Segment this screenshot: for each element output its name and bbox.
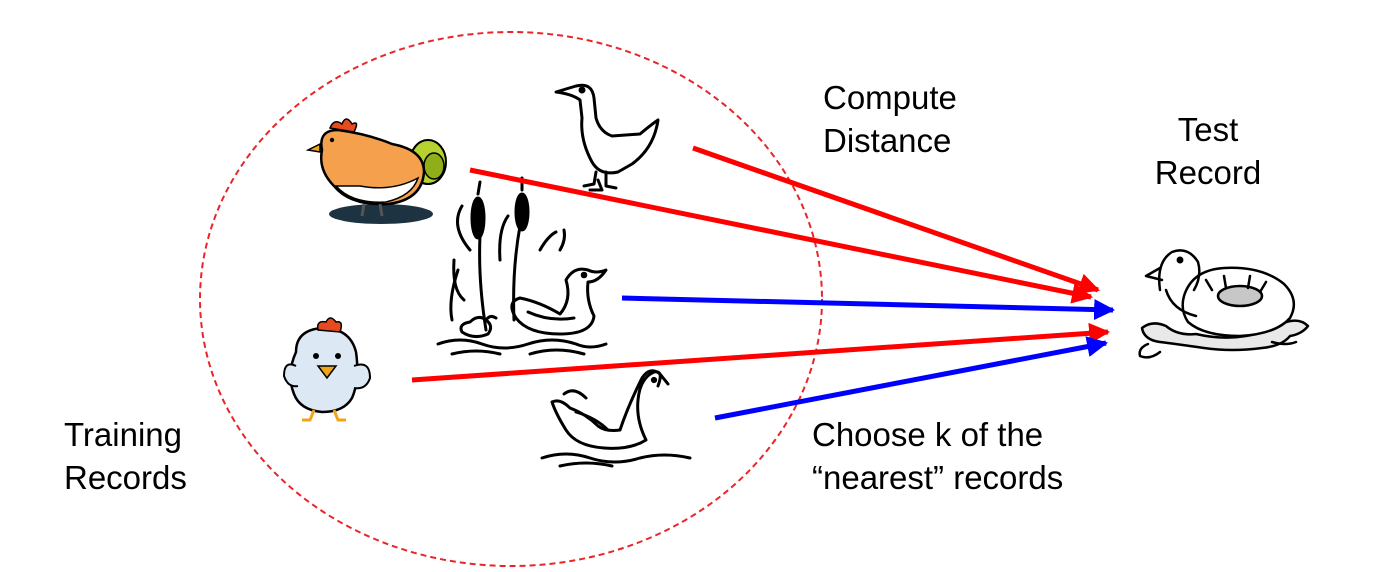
compute-line-1: Compute — [823, 79, 957, 116]
choose-line-1: Choose k of the — [812, 416, 1044, 453]
chick-icon — [282, 317, 372, 422]
arrow-hen — [469, 167, 1094, 304]
choose-line-2: “nearest” records — [812, 459, 1064, 496]
training-records-boundary — [199, 31, 823, 567]
compute-distance-label: Compute Distance — [823, 76, 957, 162]
arrow-chick — [411, 322, 1111, 383]
goose-icon — [554, 83, 660, 192]
compute-line-2: Distance — [823, 122, 952, 159]
hen-icon — [305, 118, 447, 224]
swan-icon — [540, 369, 692, 468]
duck-family-icon — [436, 176, 608, 356]
training-records-label: Training Records — [64, 413, 187, 499]
arrow-swan — [714, 336, 1109, 421]
toy-duck-icon — [1138, 249, 1310, 359]
choose-nearest-label: Choose k of the “nearest” records — [812, 413, 1063, 499]
test-line-2: Record — [1154, 154, 1262, 191]
arrow-duck-family — [621, 295, 1116, 321]
arrow-goose — [692, 145, 1100, 294]
training-line-2: Records — [64, 459, 187, 496]
training-line-1: Training — [64, 416, 182, 453]
test-line-1: Test — [1177, 111, 1239, 148]
test-record-label: Test Record — [1148, 108, 1268, 194]
